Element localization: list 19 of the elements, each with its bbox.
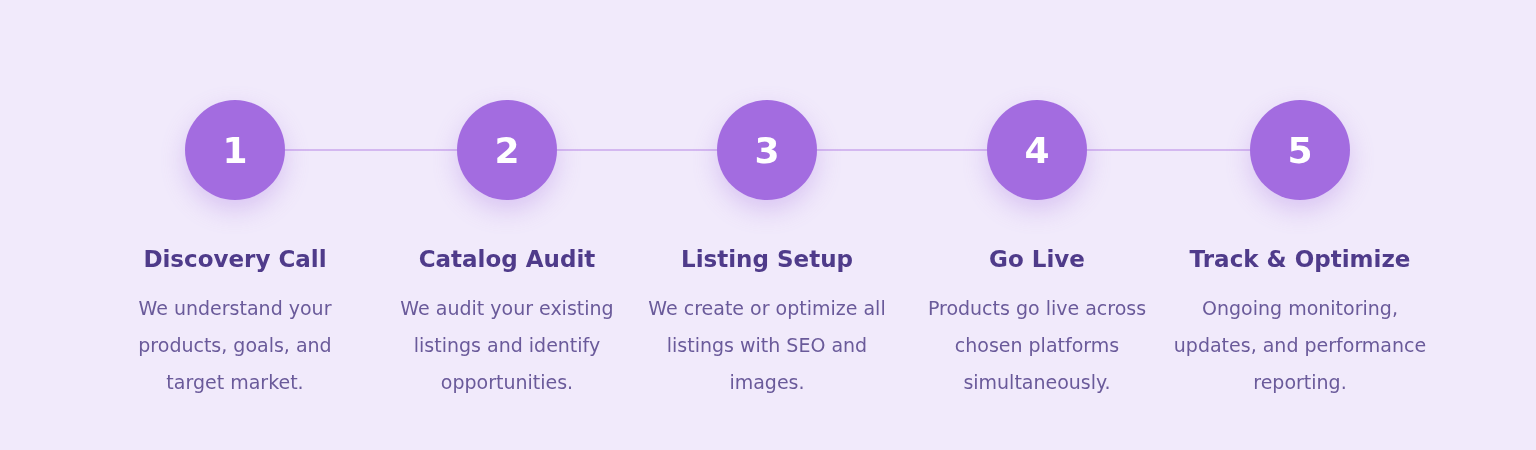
step-title: Listing Setup — [681, 246, 853, 272]
connector-line — [284, 149, 458, 151]
step-description: We understand your products, goals, and target market. — [137, 296, 333, 395]
step-circle: 4 — [987, 100, 1087, 200]
connector-line — [556, 149, 718, 151]
step-circle: 5 — [1250, 100, 1350, 200]
step-circle: 3 — [717, 100, 817, 200]
step-description: Products go live across chosen platforms simultaneously. — [926, 296, 1148, 395]
step-circle: 1 — [185, 100, 285, 200]
step-title: Catalog Audit — [418, 246, 596, 272]
step-title: Discovery Call — [143, 246, 327, 272]
step-description: Ongoing monitoring, updates, and performance reporting. — [1172, 296, 1428, 395]
connector-line — [1086, 149, 1251, 151]
step-circle: 2 — [457, 100, 557, 200]
step-title: Go Live — [989, 246, 1085, 272]
step-description: We audit your existing listings and identify opportunities. — [399, 296, 615, 395]
step-description: We create or optimize all listings with SEO and images. — [647, 296, 887, 395]
connector-line — [816, 149, 988, 151]
step-title: Track & Optimize — [1189, 246, 1411, 272]
